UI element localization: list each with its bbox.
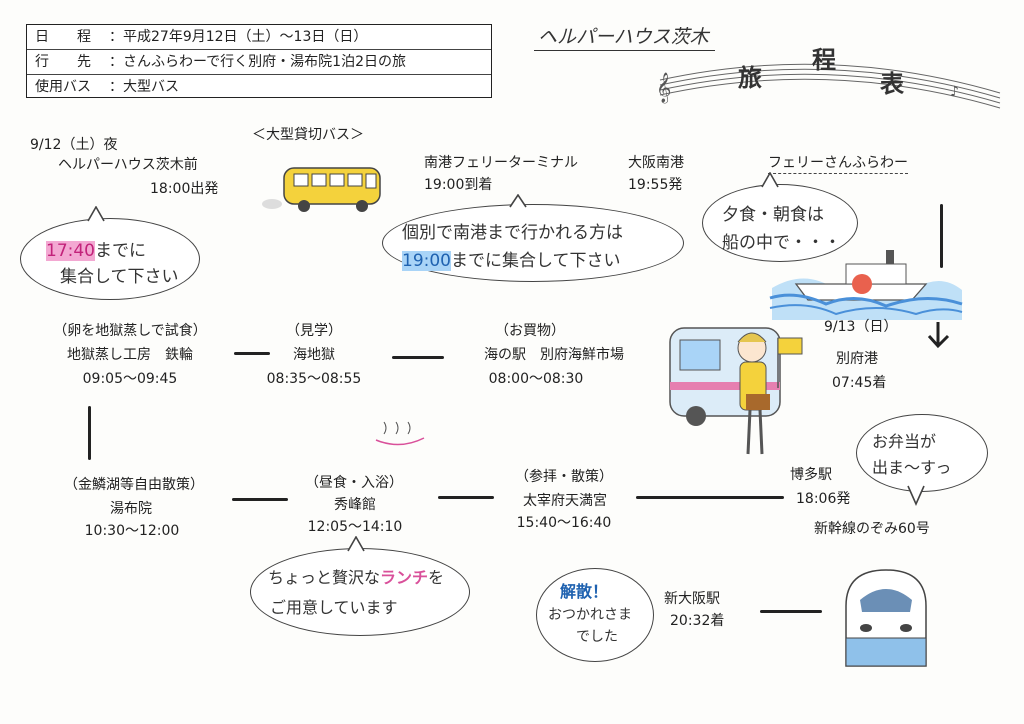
svg-text:𝄞: 𝄞 [656, 72, 671, 104]
info-row-bus: 使用バス：大型バス [27, 75, 491, 99]
bus-label: ＜大型貸切バス＞ [252, 127, 364, 143]
route-line [392, 356, 444, 359]
lunch-bubble [250, 548, 470, 636]
lunch-text: を [428, 568, 445, 587]
bubble-tail [347, 536, 365, 552]
bus-icon [262, 167, 381, 212]
bubble-tail [87, 206, 105, 222]
shuhokan-time: 12:05～14:10 [307, 519, 403, 535]
route-line [232, 498, 288, 501]
nanko-meeting-highlight: 19:00 [402, 251, 451, 271]
title-char-3: 表 [880, 70, 904, 98]
info-value: 平成27年9月12日（土）～13日（日） [123, 29, 368, 45]
hakata-place: 博多駅 [790, 467, 832, 483]
org-name: ヘルパーハウス茨木 [534, 22, 715, 51]
umi-jigoku-note: （見学） [286, 323, 342, 339]
meeting-time-rest: までに [95, 241, 146, 261]
meals-line1: 夕食・朝食は [722, 205, 824, 225]
umi-jigoku-place: 海地獄 [293, 347, 335, 363]
nanko-place: 南港フェリーターミナル [424, 155, 578, 171]
yufuin-place: 湯布院 [110, 501, 152, 517]
start-date: 9/12（土）夜 [30, 137, 118, 153]
bubble-tail [907, 485, 925, 506]
beppu-port-time: 07:45着 [832, 375, 887, 391]
shuhokan-place: 秀峰館 [334, 497, 376, 513]
meals-bubble [702, 184, 858, 262]
market-note: （お買物） [495, 323, 565, 339]
hakata-time: 18:06発 [796, 491, 851, 507]
lunch-line2: ご用意しています [270, 598, 398, 617]
dismissal-line2: おつかれさま [548, 607, 632, 623]
steam-icon [375, 421, 425, 446]
nanko-time: 19:00到着 [424, 177, 493, 193]
nanko-meeting-line2: 19:00までに集合して下さい [402, 246, 621, 271]
bubble-tail [509, 194, 527, 208]
info-label: 使用バス [35, 79, 91, 95]
info-row-date: 日 程：平成27年9月12日（土）～13日（日） [27, 25, 491, 50]
kamado-place: 地獄蒸し工房 鉄輪 [67, 347, 193, 363]
dazaifu-time: 15:40～16:40 [516, 515, 612, 531]
bubble-tail [761, 172, 779, 188]
yufuin-time: 10:30～12:00 [84, 523, 180, 539]
meeting-time-line1: 17:40までに [46, 236, 146, 261]
info-value: 大型バス [123, 79, 179, 95]
meeting-time-line2: 集合して下さい [60, 267, 179, 287]
route-line [438, 496, 494, 499]
shin-osaka-time: 20:32着 [670, 613, 725, 629]
route-line [88, 406, 91, 460]
svg-text:♪: ♪ [800, 48, 809, 50]
shuhokan-note: （昼食・入浴） [305, 475, 403, 491]
start-time: 18:00出発 [150, 181, 219, 197]
trip-info-box: 日 程：平成27年9月12日（土）～13日（日） 行 先：さんふらわーで行く別府… [26, 24, 492, 98]
svg-text:♪: ♪ [950, 84, 959, 100]
route-line [234, 352, 270, 355]
info-label: 行 先 [35, 54, 91, 70]
shin-osaka-place: 新大阪駅 [664, 591, 720, 607]
market-place: 海の駅 別府海鮮市場 [484, 347, 624, 363]
beppu-port-place: 別府港 [836, 351, 878, 367]
osaka-nanko-time: 19:55発 [628, 177, 683, 193]
tour-guide-illustration [669, 327, 803, 455]
bento-line2: 出ま～すっ [872, 458, 952, 477]
arrow-down-icon [927, 322, 950, 349]
ferry-label: フェリーさんふらわー [768, 154, 908, 174]
meeting-time-highlight: 17:40 [46, 241, 95, 261]
title-char-2: 程 [812, 46, 836, 74]
dismissal-line1: 解散！ [560, 582, 609, 601]
nanko-meeting-line1: 個別で南港まで行かれる方は [402, 223, 623, 243]
shinkansen-icon [845, 569, 927, 667]
lunch-highlight: ランチ [380, 568, 429, 587]
dismissal-bubble [536, 568, 654, 662]
umi-jigoku-time: 08:35～08:55 [266, 371, 362, 387]
info-label: 日 程 [35, 29, 91, 45]
bento-line1: お弁当が [872, 432, 937, 451]
ferry-ship-icon [769, 250, 963, 320]
music-staff-decoration: 𝄞 ♪ ♪ [656, 48, 1001, 109]
dazaifu-place: 太宰府天満宮 [523, 493, 607, 509]
market-time: 08:00～08:30 [488, 371, 584, 387]
meals-line2: 船の中で・・・ [722, 233, 841, 253]
route-line [940, 204, 943, 268]
route-line [636, 496, 784, 499]
bento-bubble [856, 414, 988, 492]
start-place: ヘルパーハウス茨木前 [58, 157, 198, 173]
nanko-meeting-rest: までに集合して下さい [451, 251, 621, 271]
lunch-line1: ちょっと贅沢なランチを [268, 564, 444, 588]
kamado-note: （卵を地獄蒸しで試食） [53, 323, 207, 339]
beppu-port-date: 9/13（日） [824, 319, 898, 335]
hakata-train: 新幹線のぞみ60号 [814, 521, 930, 537]
osaka-nanko-place: 大阪南港 [628, 155, 684, 171]
route-line [760, 610, 822, 613]
info-value: さんふらわーで行く別府・湯布院1泊2日の旅 [123, 54, 406, 70]
dazaifu-note: （参拝・散策） [515, 469, 613, 485]
dismissal-line3: でした [576, 629, 618, 645]
info-row-destination: 行 先：さんふらわーで行く別府・湯布院1泊2日の旅 [27, 50, 491, 75]
title-char-1: 旅 [738, 64, 762, 92]
lunch-text: ちょっと贅沢な [268, 568, 381, 587]
yufuin-note: （金鱗湖等自由散策） [64, 477, 204, 493]
kamado-time: 09:05～09:45 [82, 371, 178, 387]
